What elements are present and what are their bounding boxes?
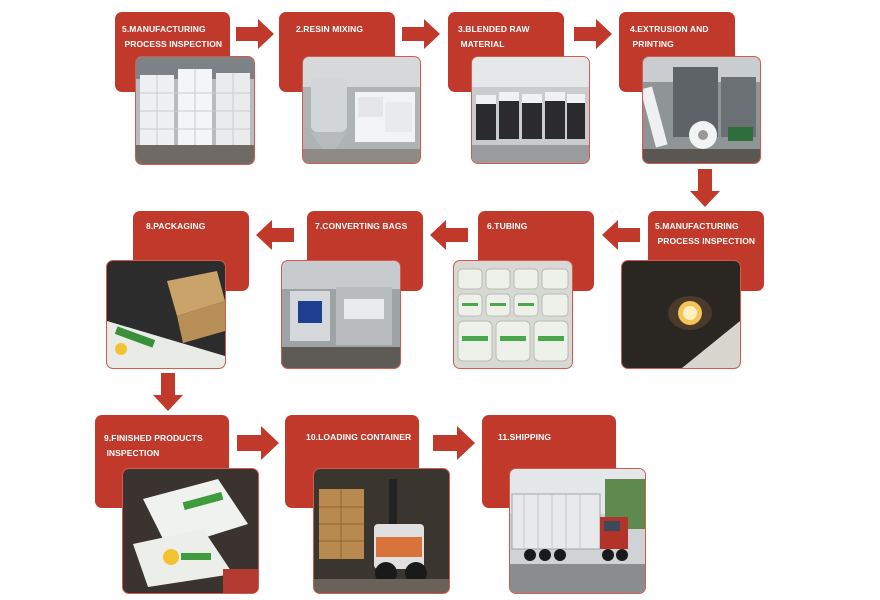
step-label: 9.FINISHED PRODUCTS INSPECTION [104, 433, 203, 458]
step-photo [302, 56, 421, 164]
step-photo [509, 468, 646, 594]
arrow-icon [153, 373, 183, 411]
step-label: 7.CONVERTING BAGS [315, 221, 408, 231]
step-photo [471, 56, 590, 164]
arrow-icon [602, 220, 640, 250]
arrow-icon [236, 19, 274, 49]
step-photo [135, 56, 255, 165]
step-photo [281, 260, 401, 369]
arrow-icon [690, 169, 720, 207]
step-label: 3.BLENDED RAW MATERIAL [458, 24, 530, 49]
step-label: 5.MANUFACTURING PROCESS INSPECTION [655, 221, 756, 246]
step-photo [313, 468, 450, 594]
arrow-icon [402, 19, 440, 49]
step-label: 10.LOADING CONTAINER [306, 432, 412, 442]
step-label: 2.RESIN MIXING [296, 24, 364, 34]
arrow-icon [237, 426, 279, 460]
step-label: 6.TUBING [487, 221, 528, 231]
step-photo [122, 468, 259, 594]
step-label: 8.PACKAGING [146, 221, 206, 231]
arrow-icon [256, 220, 294, 250]
step-label: 4.EXTRUSION AND PRINTING [630, 24, 709, 49]
step-photo [642, 56, 761, 164]
step-label: 11.SHIPPING [498, 432, 552, 442]
step-photo [106, 260, 226, 369]
step-label: 5.MANUFACTURING PROCESS INSPECTION [122, 24, 223, 49]
arrow-icon [433, 426, 475, 460]
arrow-icon [430, 220, 468, 250]
step-photo [621, 260, 741, 369]
step-photo [453, 260, 573, 369]
arrow-icon [574, 19, 612, 49]
